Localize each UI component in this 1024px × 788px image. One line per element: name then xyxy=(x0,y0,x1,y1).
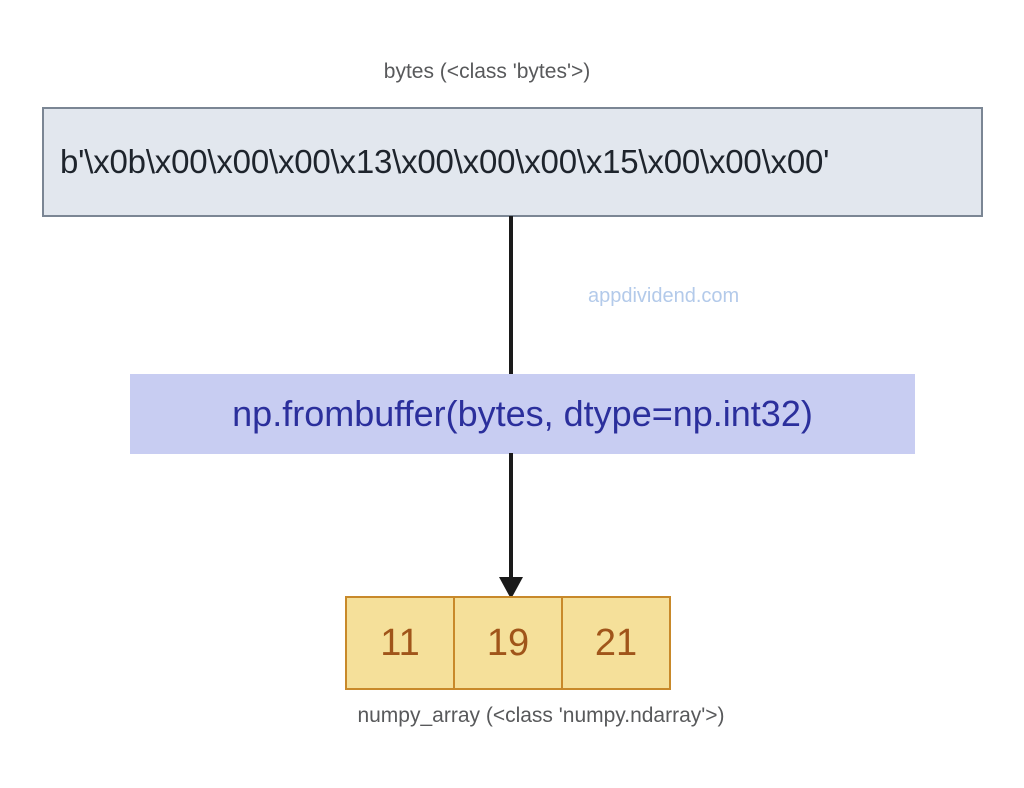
function-call-label: np.frombuffer(bytes, dtype=np.int32) xyxy=(232,393,813,434)
connector-function-to-array xyxy=(499,453,523,599)
array-cell: 21 xyxy=(561,596,671,690)
array-cell: 11 xyxy=(345,596,455,690)
array-cell: 19 xyxy=(453,596,563,690)
function-call-box: np.frombuffer(bytes, dtype=np.int32) xyxy=(130,374,915,454)
numpy-array-caption: numpy_array (<class 'numpy.ndarray'>) xyxy=(357,704,725,727)
numpy-array-row: 11 19 21 xyxy=(345,596,671,690)
connector-bytes-to-function xyxy=(509,216,513,376)
bytes-caption: bytes (<class 'bytes'>) xyxy=(383,60,591,83)
bytes-box: b'\x0b\x00\x00\x00\x13\x00\x00\x00\x15\x… xyxy=(42,107,983,217)
watermark-text: appdividend.com xyxy=(588,285,740,307)
bytes-value-text: b'\x0b\x00\x00\x00\x13\x00\x00\x00\x15\x… xyxy=(60,143,830,180)
